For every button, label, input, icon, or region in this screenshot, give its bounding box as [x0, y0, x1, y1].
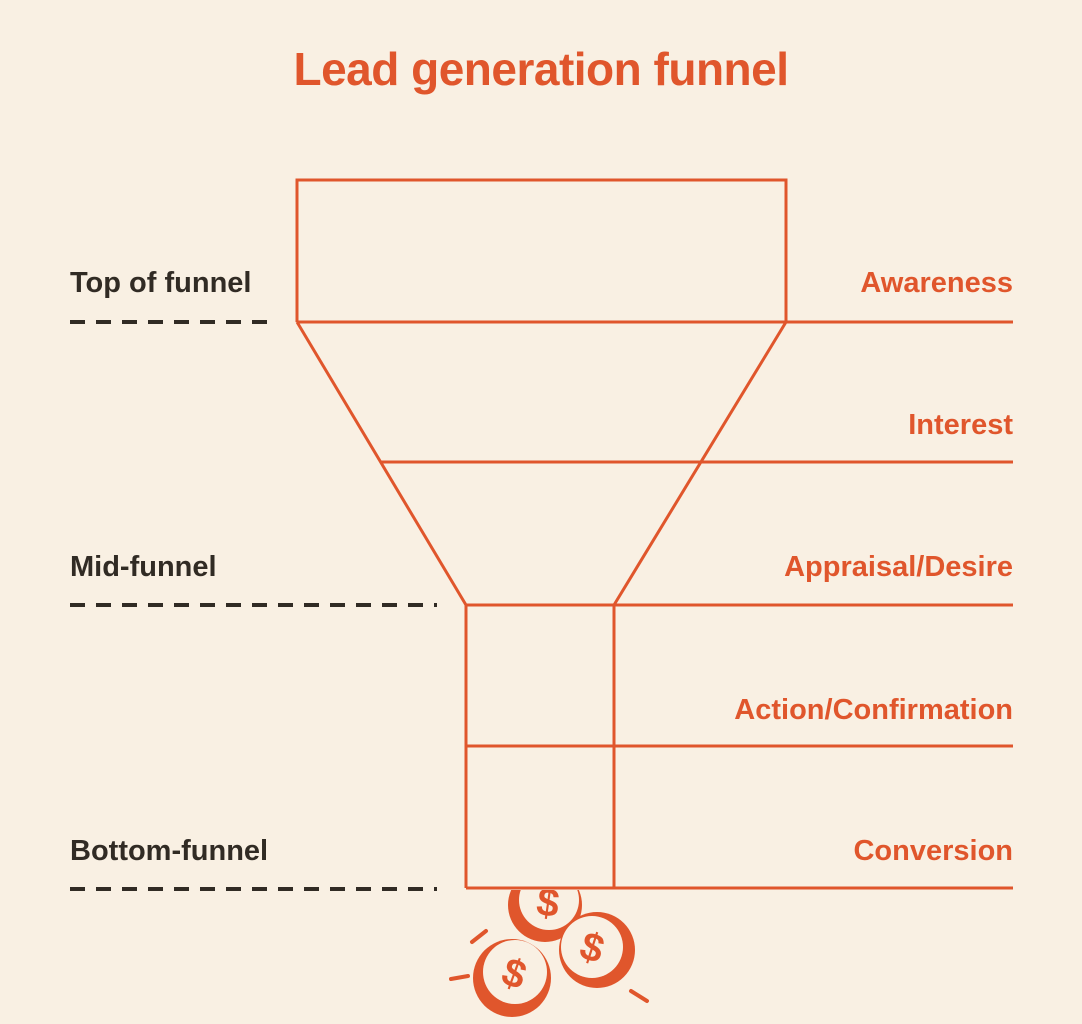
diagram-title: Lead generation funnel — [293, 43, 789, 95]
sparkle-dash — [449, 974, 470, 981]
stage-label-awareness: Awareness — [860, 267, 1013, 299]
dollar-coin-icon: $ — [559, 912, 635, 988]
zone-label-bottom-funnel: Bottom-funnel — [70, 835, 269, 867]
funnel-mouth — [295, 178, 788, 322]
stage-lines — [297, 320, 1013, 890]
stage-label-interest: Interest — [908, 409, 1013, 441]
stage-label-conversion: Conversion — [853, 835, 1013, 867]
sparkle-dashes — [449, 929, 649, 1003]
sparkle-dash — [629, 989, 649, 1003]
stage-label-action-confirmation: Action/Confirmation — [734, 694, 1013, 726]
sparkle-dash — [470, 929, 488, 944]
zone-dashed-lines — [70, 320, 437, 891]
funnel-outline — [295, 178, 788, 888]
zone-label-top-of-funnel: Top of funnel — [70, 267, 252, 299]
dollar-coin-icon: $ — [473, 939, 551, 1017]
stage-label-appraisal-desire: Appraisal/Desire — [784, 551, 1013, 583]
zone-label-mid-funnel: Mid-funnel — [70, 551, 217, 583]
dollar-coin-icon: $ — [508, 890, 582, 942]
coins-group: $ $ $ — [449, 890, 649, 1017]
